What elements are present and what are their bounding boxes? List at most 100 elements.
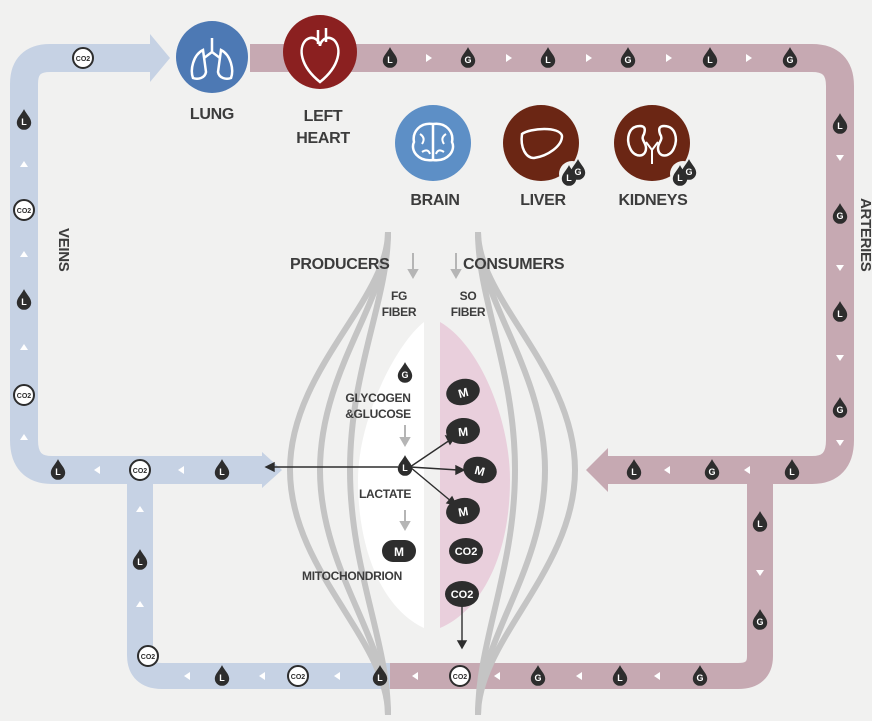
kidneys-label: KIDNEYS bbox=[618, 192, 688, 209]
lung-icon bbox=[176, 21, 248, 93]
co2-molecule: CO2 bbox=[137, 645, 159, 667]
liver-label: LIVER bbox=[520, 192, 566, 209]
arteries-vessel bbox=[250, 44, 854, 689]
organ-uptake-lactate: L bbox=[561, 165, 577, 186]
svg-text:L: L bbox=[387, 55, 393, 65]
svg-text:L: L bbox=[789, 467, 795, 477]
svg-text:G: G bbox=[708, 467, 715, 477]
artery-molecule-lactate: L bbox=[626, 459, 642, 480]
muscle-outline bbox=[286, 231, 579, 716]
bottom-vessel-molecule-lactate: L bbox=[214, 665, 230, 686]
flow-arrow bbox=[506, 54, 512, 62]
glycogen-label-line2: &GLUCOSE bbox=[345, 407, 411, 421]
svg-text:M: M bbox=[457, 385, 470, 401]
co2-molecule: CO2 bbox=[13, 199, 35, 221]
mitochondrion-label: MITOCHONDRION bbox=[302, 569, 402, 583]
svg-text:L: L bbox=[219, 673, 225, 683]
svg-text:CO2: CO2 bbox=[451, 589, 474, 601]
kidneys-icon bbox=[614, 105, 690, 181]
artery-molecule-lactate: L bbox=[832, 301, 848, 322]
artery-molecule-lactate: L bbox=[832, 113, 848, 134]
flow-arrow bbox=[136, 601, 144, 607]
organ-uptake-glucose: G bbox=[570, 159, 586, 180]
artery-molecule-glucose: G bbox=[752, 609, 768, 630]
mitochondrion-so: M bbox=[446, 378, 480, 406]
flow-arrow bbox=[746, 54, 752, 62]
svg-text:G: G bbox=[574, 167, 581, 177]
co2-so-fiber: CO2 bbox=[449, 538, 483, 564]
flow-arrow bbox=[94, 466, 100, 474]
flow-arrow bbox=[20, 251, 28, 257]
svg-text:CO2: CO2 bbox=[141, 654, 156, 661]
vein-molecule-lactate: L bbox=[16, 109, 32, 130]
svg-text:CO2: CO2 bbox=[455, 546, 478, 558]
svg-text:G: G bbox=[685, 167, 692, 177]
svg-text:L: L bbox=[757, 519, 763, 529]
flow-arrow bbox=[666, 54, 672, 62]
flow-arrow bbox=[184, 672, 190, 680]
glycogen-glucose-drop: G bbox=[397, 362, 413, 383]
flow-arrow bbox=[576, 672, 582, 680]
svg-text:L: L bbox=[377, 673, 383, 683]
svg-text:CO2: CO2 bbox=[133, 468, 148, 475]
flow-arrow bbox=[836, 155, 844, 161]
arteries-label: ARTERIES bbox=[857, 198, 872, 272]
svg-text:G: G bbox=[786, 55, 793, 65]
fg-fiber-label-line2: FIBER bbox=[381, 305, 417, 319]
left-heart-label-line1: LEFT bbox=[303, 108, 343, 125]
artery-molecule-glucose: G bbox=[832, 203, 848, 224]
co2-molecule: CO2 bbox=[129, 459, 151, 481]
organ-uptake-lactate: L bbox=[672, 165, 688, 186]
so-fiber-label: SO FIBER bbox=[451, 288, 486, 320]
svg-text:L: L bbox=[837, 121, 843, 131]
brain-label: BRAIN bbox=[410, 192, 460, 209]
mitochondrion-so: M bbox=[446, 497, 480, 525]
artery-molecule-glucose: G bbox=[620, 47, 636, 68]
bottom-vessel-molecule-glucose: G bbox=[530, 665, 546, 686]
svg-text:L: L bbox=[617, 673, 623, 683]
svg-text:CO2: CO2 bbox=[453, 674, 468, 681]
svg-text:L: L bbox=[21, 117, 27, 127]
vein-molecule-lactate: L bbox=[214, 459, 230, 480]
flow-arrow bbox=[836, 265, 844, 271]
svg-text:G: G bbox=[624, 55, 631, 65]
consumers-label: CONSUMERS bbox=[463, 256, 565, 273]
artery-molecule-glucose: G bbox=[704, 459, 720, 480]
left-heart-label: LEFT HEART bbox=[296, 106, 350, 150]
svg-text:CO2: CO2 bbox=[17, 208, 32, 215]
flow-arrow bbox=[334, 672, 340, 680]
svg-text:G: G bbox=[464, 55, 471, 65]
svg-text:L: L bbox=[21, 297, 27, 307]
veins-label: VEINS bbox=[55, 228, 72, 272]
arteries-arrowhead-left bbox=[586, 448, 608, 492]
bottom-vessel-molecule-lactate: L bbox=[612, 665, 628, 686]
co2-molecule: CO2 bbox=[13, 384, 35, 406]
flow-arrow bbox=[259, 672, 265, 680]
svg-text:G: G bbox=[756, 617, 763, 627]
flow-arrow bbox=[178, 466, 184, 474]
flow-arrows bbox=[20, 54, 844, 680]
glycogen-glucose-label: GLYCOGEN &GLUCOSE bbox=[345, 390, 411, 422]
veins-arrowhead-right bbox=[150, 34, 170, 82]
artery-molecule-lactate: L bbox=[752, 511, 768, 532]
svg-text:M: M bbox=[457, 425, 468, 440]
vein-molecule-lactate: L bbox=[50, 459, 66, 480]
heart-icon bbox=[283, 15, 357, 89]
mitochondrion-so: M bbox=[446, 417, 480, 445]
artery-molecule-lactate: L bbox=[702, 47, 718, 68]
fiber-pointer-arrows bbox=[399, 253, 462, 532]
flow-arrow bbox=[494, 672, 500, 680]
svg-text:L: L bbox=[402, 463, 408, 473]
flow-arrow bbox=[20, 161, 28, 167]
flow-arrow bbox=[20, 344, 28, 350]
fg-fiber-label-line1: FG bbox=[390, 289, 408, 303]
artery-molecule-lactate: L bbox=[540, 47, 556, 68]
lactate-label: LACTATE bbox=[358, 487, 412, 501]
artery-molecule-glucose: G bbox=[782, 47, 798, 68]
flow-arrow bbox=[836, 355, 844, 361]
svg-text:M: M bbox=[394, 545, 404, 559]
liver-icon bbox=[503, 105, 579, 181]
flow-arrow bbox=[20, 434, 28, 440]
bottom-vessel-molecule-glucose: G bbox=[692, 665, 708, 686]
svg-text:M: M bbox=[457, 504, 469, 520]
